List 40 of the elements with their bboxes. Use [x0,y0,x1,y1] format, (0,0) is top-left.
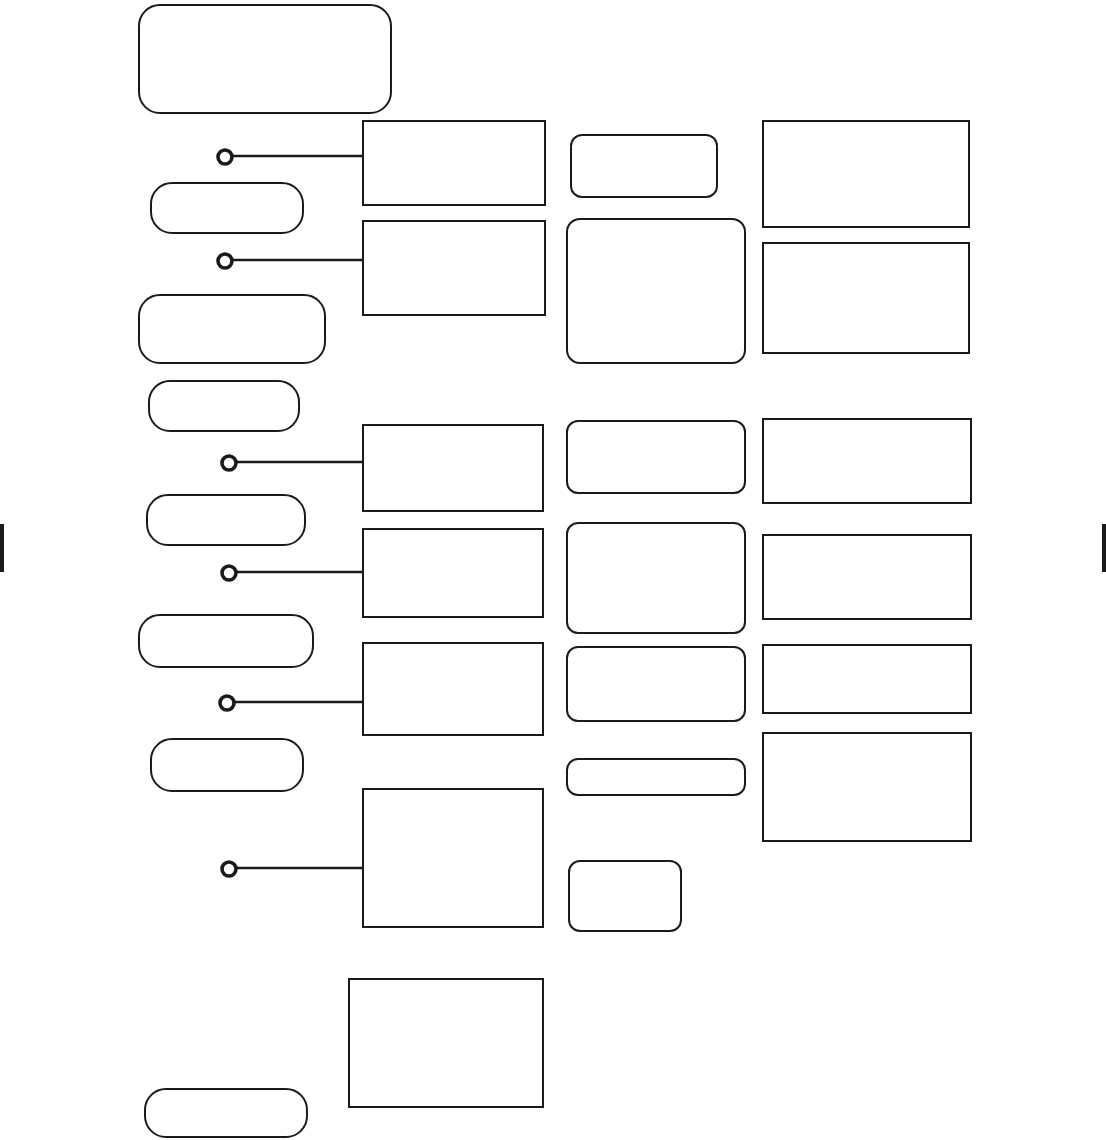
connector-circle [215,147,233,165]
rectangle-box [362,642,544,736]
rounded-box [566,646,746,722]
rounded-box [148,380,300,432]
rounded-box [570,134,718,198]
connector-circle [217,693,235,711]
rectangle-box [362,120,546,206]
rounded-box [138,4,392,114]
rectangle-box [762,120,970,228]
connector-line [237,460,362,464]
rectangle-box [362,788,544,928]
connector-line [233,258,362,262]
connector-circle [215,251,233,269]
rounded-box [566,420,746,494]
rounded-box [150,182,304,234]
connector-line [237,570,362,574]
connector-line [233,154,362,158]
connector-line [237,866,362,870]
connector-circle [219,453,237,471]
connector-circle [219,859,237,877]
rounded-box [144,1088,308,1138]
rectangle-box [762,418,972,504]
rounded-box [138,614,314,668]
connector-circle [219,563,237,581]
rectangle-box [762,644,972,714]
rounded-box [138,294,326,364]
rounded-box [566,758,746,796]
rectangle-box [348,978,544,1108]
rounded-box [566,522,746,634]
rounded-box [146,494,306,546]
rounded-box [150,738,304,792]
rectangle-box [362,424,544,512]
rounded-box [568,860,682,932]
rectangle-box [762,534,972,620]
connector-line [235,700,362,704]
rectangle-box [362,220,546,316]
rectangle-box [762,242,970,354]
rectangle-box [762,732,972,842]
rectangle-box [362,528,544,618]
rounded-box [566,218,746,364]
